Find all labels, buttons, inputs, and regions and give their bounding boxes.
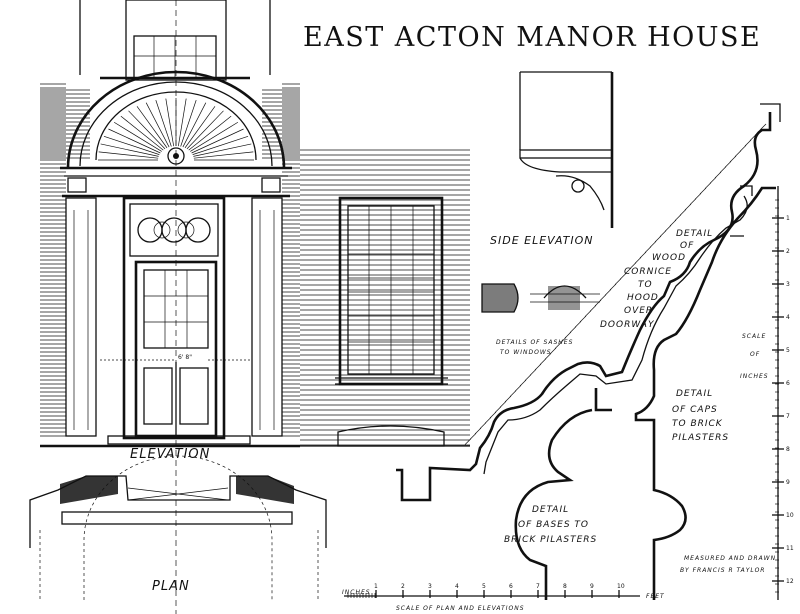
caps-label-2: TO BRICK — [672, 419, 723, 429]
caps-label-3: PILASTERS — [672, 433, 729, 443]
sash-details: DETAILS OF SASHES TO WINDOWS — [481, 283, 600, 356]
inch-tick-label: 2 — [786, 248, 790, 255]
cornice-label-5: HOOD — [627, 293, 659, 303]
credit-line-1: MEASURED AND DRAWN — [684, 555, 776, 562]
inch-tick-label: 10 — [786, 512, 794, 519]
inch-tick-label: 11 — [786, 545, 794, 552]
cornice-label-2: WOOD — [652, 253, 686, 263]
front-door — [134, 260, 218, 438]
brickwork — [40, 83, 470, 446]
inch-scale-label-1: OF — [750, 351, 760, 358]
cornice-profile: DETAIL OF WOOD CORNICE TO HOOD OVER DOOR… — [396, 103, 781, 502]
bar-tick-label: 10 — [617, 583, 625, 590]
bar-tick-label: 8 — [563, 583, 567, 590]
door-elevation: 6' 8" ELEVATION — [40, 0, 470, 462]
right-pilaster — [251, 197, 283, 437]
bar-tick-label: 9 — [590, 583, 594, 590]
bar-tick-label: 7 — [536, 583, 540, 590]
bases-label-1: OF BASES TO — [518, 520, 589, 530]
inch-tick-label: 9 — [786, 479, 790, 486]
sash-window — [335, 196, 448, 386]
caps-label-0: DETAIL — [676, 389, 713, 399]
bar-tick-label: 5 — [482, 583, 486, 590]
door-width-dimension: 6' 8" — [100, 350, 250, 361]
transom-tracery — [137, 217, 211, 243]
inch-scale-label-0: SCALE — [742, 333, 766, 340]
fanlight-hood — [60, 70, 292, 177]
inch-tick-label: 12 — [786, 578, 794, 585]
inch-scale-label-2: INCHES — [740, 373, 769, 380]
left-pilaster — [65, 197, 97, 437]
inch-tick-label: 6 — [786, 380, 790, 387]
cornice-label-6: OVER — [624, 306, 653, 316]
sashes-label-line2: TO WINDOWS — [500, 349, 552, 356]
bar-tick-label: 1 — [374, 583, 378, 590]
cornice-label-7: DOORWAY — [600, 320, 655, 330]
side-elevation-label: SIDE ELEVATION — [490, 234, 594, 247]
cornice-label-0: DETAIL — [676, 229, 713, 239]
bases-label-2: BRICK PILASTERS — [504, 535, 597, 545]
credit-line-2: BY FRANCIS R TAYLOR — [680, 567, 765, 574]
inch-tick-label: 1 — [786, 215, 790, 222]
side-elevation: SIDE ELEVATION — [490, 71, 614, 247]
dimension-label: 6' 8" — [178, 354, 192, 361]
elevation-label: ELEVATION — [130, 447, 210, 462]
plan-label: PLAN — [152, 579, 190, 594]
inch-tick-label: 3 — [786, 281, 790, 288]
caps-label-1: OF CAPS — [672, 405, 718, 415]
bases-label-0: DETAIL — [532, 505, 569, 515]
sashes-label-line1: DETAILS OF SASHES — [496, 339, 573, 346]
bar-tick-label: 4 — [455, 583, 459, 590]
caps-profile: DETAIL OF CAPS TO BRICK PILASTERS — [634, 185, 776, 600]
upper-window — [79, 0, 271, 81]
inch-tick-label: 5 — [786, 347, 790, 354]
bar-scale-inches-word: INCHES — [342, 589, 371, 596]
inch-tick-label: 8 — [786, 446, 790, 453]
inch-tick-label: 7 — [786, 413, 790, 420]
inch-tick-label: 4 — [786, 314, 790, 321]
cornice-label-4: TO — [638, 280, 653, 290]
bar-tick-label: 2 — [401, 583, 405, 590]
bar-scale-caption: SCALE OF PLAN AND ELEVATIONS — [396, 605, 525, 612]
cornice-label-3: CORNICE — [624, 267, 672, 277]
bar-scale-feet-word: FEET — [646, 593, 665, 600]
bases-profile: DETAIL OF BASES TO BRICK PILASTERS — [504, 388, 612, 600]
bar-tick-label: 6 — [509, 583, 513, 590]
bar-tick-label: 3 — [428, 583, 432, 590]
bar-scale: 1 2 3 4 5 6 7 8 9 10 INCHES FEET SCALE OF PLAN AN… — [342, 583, 665, 612]
drawing-title: EAST ACTON MANOR HOUSE — [303, 22, 761, 53]
cornice-label-1: OF — [680, 241, 694, 251]
plan-drawing: PLAN — [29, 455, 327, 600]
